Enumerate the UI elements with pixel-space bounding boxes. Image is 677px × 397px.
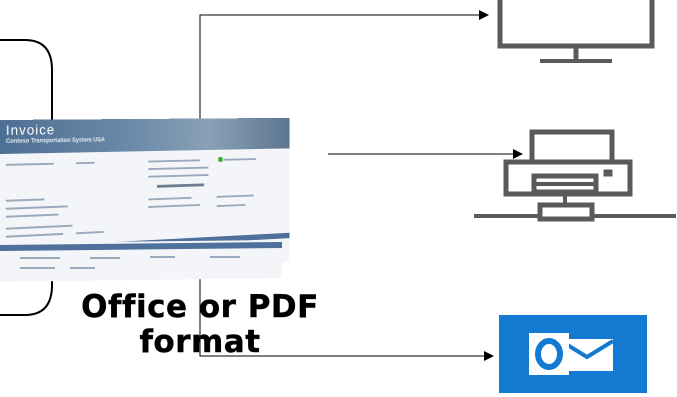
printer-icon: [474, 129, 676, 222]
outlook-logo: [529, 333, 615, 375]
outlook-icon: [499, 315, 647, 393]
connector-to-monitor: [199, 10, 489, 130]
format-caption-line2: format: [139, 324, 261, 360]
monitor-icon: [497, 0, 655, 63]
connector-to-outlook: [199, 252, 494, 361]
format-caption-line1: Office or PDF: [81, 289, 319, 325]
